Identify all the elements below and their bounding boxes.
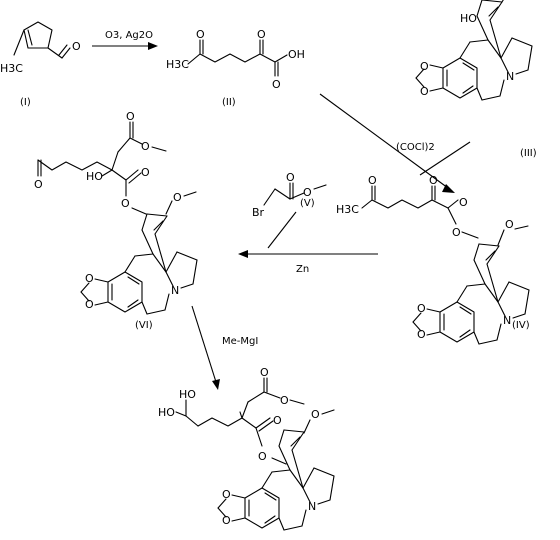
compound-VII: HO HO O O O O O O O N <box>158 366 335 531</box>
compound-II-label: (II) <box>222 97 236 108</box>
compound-VII-methoxy-oxygen: O <box>311 408 320 421</box>
compound-IV-ester-link-oxygen: O <box>452 226 461 239</box>
compound-IV-dioxole-oxygen-b: O <box>417 328 426 341</box>
compound-I: H3C O (I) <box>0 21 81 108</box>
compound-III-dioxole-oxygen-b: O <box>420 85 429 98</box>
compound-III-hydroxyl: HO <box>460 12 477 25</box>
compound-II: H3C O O O OH (II) <box>166 28 305 108</box>
arrow-step2: (COCl)2 <box>319 93 471 193</box>
compound-III-dioxole-oxygen-a: O <box>420 60 429 73</box>
arrow-step4: Me-MgI <box>191 305 258 390</box>
compound-VI-keto-oxygen: O <box>34 178 43 191</box>
compound-IV: H3C O O O O O O O N (IV) <box>336 174 530 345</box>
compound-VI-methoxy-oxygen: O <box>173 191 182 204</box>
reagent-step4: Me-MgI <box>222 336 258 347</box>
compound-VI: O HO O O O O O O O N (VI) <box>34 110 198 331</box>
compound-II-acid-oxygen: O <box>272 78 281 91</box>
compound-V-carbonyl-oxygen: O <box>286 171 295 184</box>
compound-VI-carbonyl-oxygen-1: O <box>126 110 135 123</box>
compound-VI-hydroxyl: HO <box>86 170 103 183</box>
compound-VII-carbonyl-oxygen-2: O <box>273 414 282 427</box>
compound-III-nitrogen: N <box>506 70 514 83</box>
compound-IV-dioxole-oxygen-a: O <box>417 302 426 315</box>
compound-V-ester-oxygen: O <box>303 186 312 199</box>
compound-VII-tertiary-hydroxyl: HO <box>158 406 175 419</box>
compound-VI-ester-oxygen-1: O <box>141 140 150 153</box>
compound-V: Br O O (V) <box>252 171 327 219</box>
compound-VII-dioxole-oxygen-b: O <box>222 514 231 527</box>
compound-IV-methyl: H3C <box>336 203 359 216</box>
compound-VI-dioxole-oxygen-a: O <box>85 272 94 285</box>
compound-VI-label: (VI) <box>135 320 153 331</box>
compound-IV-keto-oxygen-1: O <box>368 174 377 187</box>
compound-VII-ester-oxygen-1: O <box>280 394 289 407</box>
compound-II-keto-oxygen-1: O <box>196 28 205 41</box>
compound-IV-label: (IV) <box>512 320 530 331</box>
compound-V-bromine: Br <box>252 206 265 219</box>
reagent-step3: Zn <box>296 264 309 275</box>
compound-VI-dioxole-oxygen-b: O <box>85 298 94 311</box>
arrow-step1: O3, Ag2O <box>92 30 158 50</box>
compound-VII-ester-link-oxygen: O <box>258 450 267 463</box>
compound-IV-nitrogen: N <box>503 314 511 327</box>
compound-II-methyl: H3C <box>166 58 189 71</box>
compound-I-label: (I) <box>20 97 31 108</box>
compound-VI-nitrogen: N <box>171 284 179 297</box>
compound-VI-ester-link-oxygen: O <box>121 197 130 210</box>
compound-III-label: (III) <box>520 148 537 159</box>
compound-VII-nitrogen: N <box>308 500 316 513</box>
arrow-step3: Zn <box>238 211 378 275</box>
compound-I-aldehyde-oxygen: O <box>72 40 81 53</box>
compound-III: HO O O N (III) <box>415 0 537 159</box>
compound-VI-carbonyl-oxygen-2: O <box>141 166 150 179</box>
reagent-step1: O3, Ag2O <box>105 30 153 41</box>
compound-VII-dioxole-oxygen-a: O <box>222 488 231 501</box>
compound-IV-ester-carbonyl-oxygen: O <box>459 196 468 209</box>
compound-VII-carbonyl-oxygen-1: O <box>260 366 269 379</box>
compound-V-label: (V) <box>300 198 315 209</box>
compound-IV-methoxy-oxygen: O <box>505 218 514 231</box>
reagent-step2: (COCl)2 <box>396 142 435 153</box>
compound-I-methyl: H3C <box>0 62 23 75</box>
compound-VII-methyl-hydroxyl-label: HO <box>179 388 196 401</box>
compound-II-keto-oxygen-2: O <box>257 28 266 41</box>
compound-IV-keto-oxygen-2: O <box>429 174 438 187</box>
compound-II-hydroxyl: OH <box>288 48 305 61</box>
